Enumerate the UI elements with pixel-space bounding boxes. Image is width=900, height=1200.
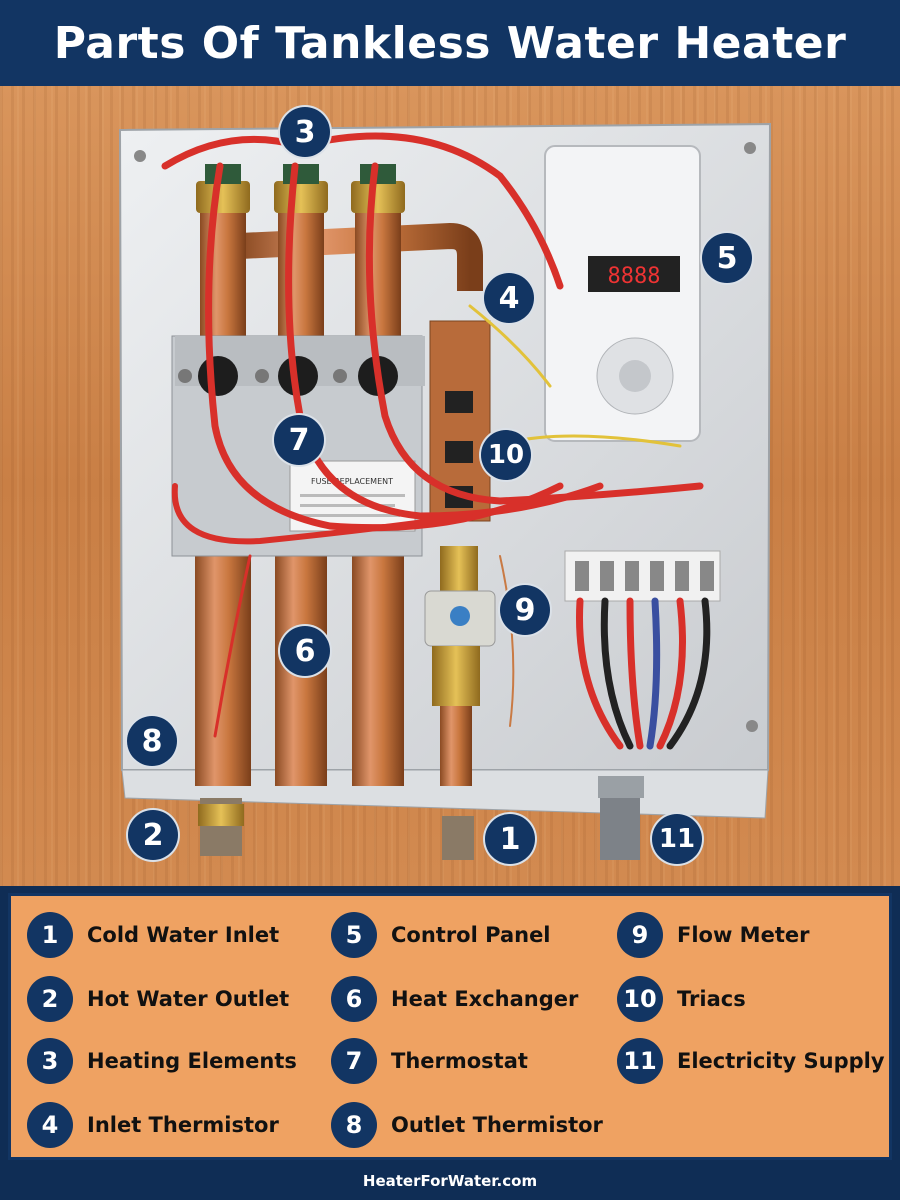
- legend-number: 3: [27, 1038, 73, 1084]
- callout-4: 4: [482, 271, 536, 325]
- heater-photo: FUSE REPLACEMENT 8888: [0, 86, 900, 886]
- footer-credit: HeaterForWater.com: [362, 1172, 538, 1190]
- callout-2: 2: [126, 808, 180, 862]
- legend-number: 4: [27, 1102, 73, 1148]
- legend-number: 7: [331, 1038, 377, 1084]
- legend-label: Flow Meter: [677, 923, 810, 947]
- legend-number: 1: [27, 912, 73, 958]
- callout-5: 5: [700, 231, 754, 285]
- legend-number: 11: [617, 1038, 663, 1084]
- terminal-block: [564, 550, 721, 602]
- callout-11: 11: [650, 812, 704, 866]
- legend-item-triacs: 10 Triacs: [617, 976, 746, 1022]
- callout-7: 7: [272, 413, 326, 467]
- legend-item-hot-water-outlet: 2 Hot Water Outlet: [27, 976, 289, 1022]
- control-panel-box: 8888: [544, 145, 701, 442]
- legend-label: Hot Water Outlet: [87, 987, 290, 1011]
- legend-item-inlet-thermistor: 4 Inlet Thermistor: [27, 1102, 279, 1148]
- callout-6: 6: [278, 624, 332, 678]
- legend-label: Heat Exchanger: [391, 987, 579, 1011]
- legend-number: 2: [27, 976, 73, 1022]
- legend-number: 10: [617, 976, 663, 1022]
- legend-item-electricity-supply: 11 Electricity Supply: [617, 1038, 885, 1084]
- legend-item-cold-water-inlet: 1 Cold Water Inlet: [27, 912, 279, 958]
- legend-label: Outlet Thermistor: [391, 1113, 603, 1137]
- legend-item-heat-exchanger: 6 Heat Exchanger: [331, 976, 578, 1022]
- legend-number: 5: [331, 912, 377, 958]
- legend-number: 6: [331, 976, 377, 1022]
- callout-10: 10: [479, 428, 533, 482]
- callout-8: 8: [125, 714, 179, 768]
- heater-illustration: FUSE REPLACEMENT 8888: [118, 122, 772, 860]
- fuse-label-title: FUSE REPLACEMENT: [311, 477, 393, 486]
- wiring: [161, 132, 711, 750]
- bottom-fittings: [198, 776, 644, 860]
- legend-item-flow-meter: 9 Flow Meter: [617, 912, 809, 958]
- legend-number: 8: [331, 1102, 377, 1148]
- title-banner: Parts Of Tankless Water Heater: [0, 0, 900, 86]
- legend-item-outlet-thermistor: 8 Outlet Thermistor: [331, 1102, 603, 1148]
- callout-3: 3: [278, 105, 332, 159]
- legend-label: Electricity Supply: [677, 1049, 885, 1073]
- legend-item-control-panel: 5 Control Panel: [331, 912, 551, 958]
- page-title: Parts Of Tankless Water Heater: [53, 17, 847, 69]
- legend-item-heating-elements: 3 Heating Elements: [27, 1038, 297, 1084]
- legend-item-thermostat: 7 Thermostat: [331, 1038, 528, 1084]
- digital-display: 8888: [608, 264, 661, 289]
- legend-panel: 1 Cold Water Inlet 2 Hot Water Outlet 3 …: [8, 893, 892, 1160]
- legend-label: Triacs: [677, 987, 746, 1011]
- callout-9: 9: [498, 583, 552, 637]
- legend-label: Control Panel: [391, 923, 551, 947]
- thermostat-discs: [175, 336, 425, 396]
- flow-meter-assembly: [424, 546, 496, 786]
- legend-number: 9: [617, 912, 663, 958]
- top-manifold-pipe: [239, 222, 483, 291]
- legend-label: Thermostat: [391, 1049, 528, 1073]
- legend-label: Inlet Thermistor: [87, 1113, 279, 1137]
- callout-1: 1: [483, 812, 537, 866]
- legend-label: Cold Water Inlet: [87, 923, 280, 947]
- legend-label: Heating Elements: [87, 1049, 297, 1073]
